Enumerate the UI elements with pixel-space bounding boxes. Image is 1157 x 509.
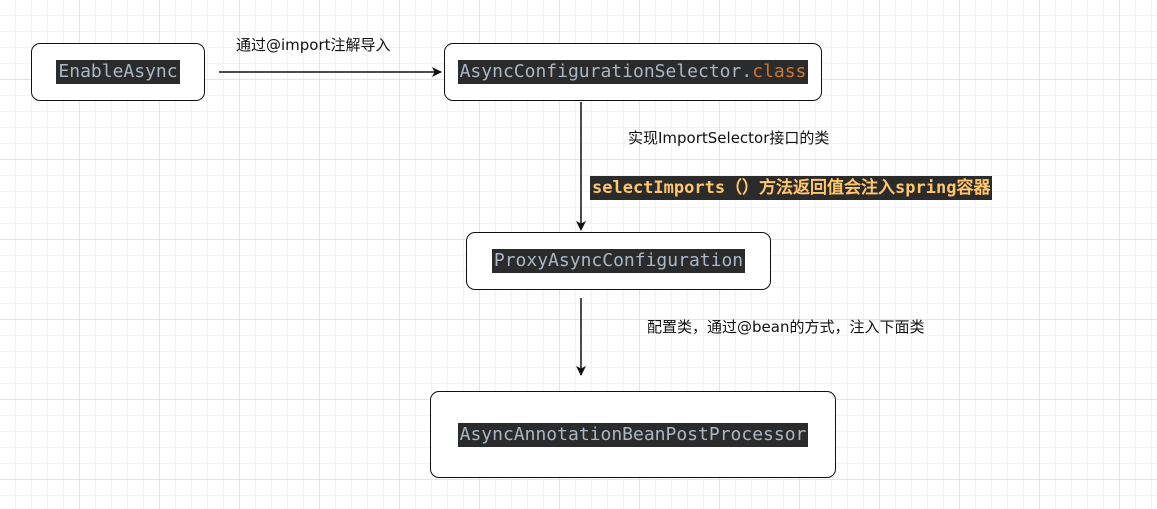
post-processor-text: AsyncAnnotationBeanPostProcessor bbox=[457, 422, 809, 447]
node-async-configuration-selector[interactable]: AsyncConfigurationSelector.class bbox=[444, 43, 822, 101]
selector-class-name: AsyncConfigurationSelector. bbox=[459, 61, 753, 82]
edge-label-import: 通过@import注解导入 bbox=[236, 36, 391, 54]
edge-label-select-imports: selectImports（）方法返回值会注入spring容器 bbox=[590, 176, 993, 200]
selector-code: AsyncConfigurationSelector.class bbox=[457, 60, 809, 84]
edge-label-bean: 配置类，通过@bean的方式，注入下面类 bbox=[647, 318, 925, 336]
selector-class-keyword: class bbox=[752, 61, 807, 82]
enable-async-text: EnableAsync bbox=[56, 60, 180, 84]
node-enable-async[interactable]: EnableAsync bbox=[31, 43, 205, 101]
proxy-config-text: ProxyAsyncConfiguration bbox=[491, 249, 746, 273]
edge-label-import-selector: 实现ImportSelector接口的类 bbox=[628, 129, 830, 147]
node-async-annotation-bean-post-processor[interactable]: AsyncAnnotationBeanPostProcessor bbox=[430, 391, 836, 478]
node-proxy-async-configuration[interactable]: ProxyAsyncConfiguration bbox=[466, 232, 771, 290]
